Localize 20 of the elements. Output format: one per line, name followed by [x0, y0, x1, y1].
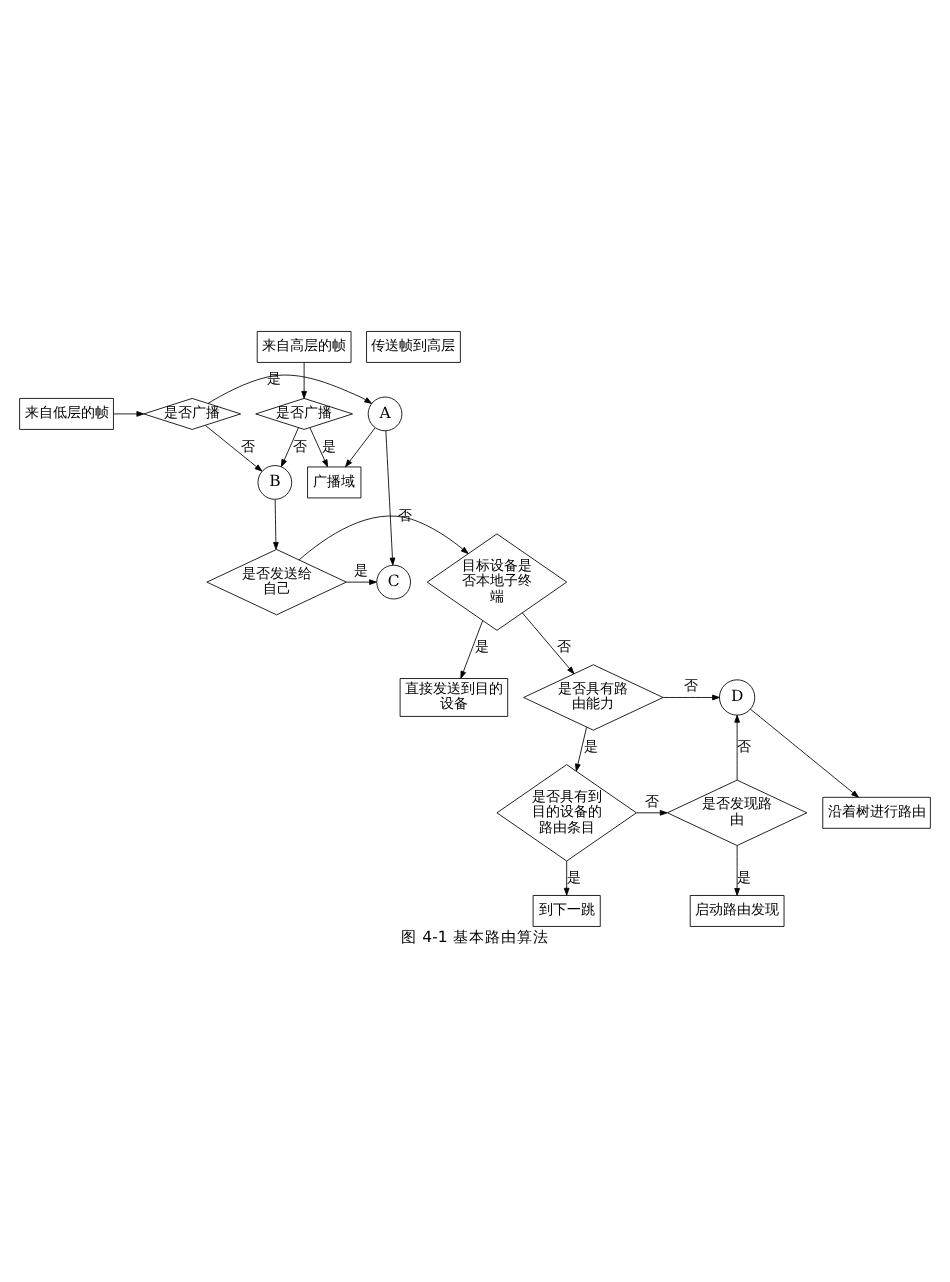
arrow [734, 845, 740, 896]
arrow [273, 499, 279, 550]
arrow [734, 714, 740, 781]
arrow [385, 430, 396, 566]
arrow [207, 374, 372, 404]
arrow [575, 726, 587, 772]
arrow [662, 694, 720, 701]
arrow [636, 810, 668, 816]
arrow [460, 620, 484, 679]
arrow [298, 515, 469, 561]
arrow [205, 425, 263, 472]
arrow [309, 427, 329, 468]
arrow [345, 579, 377, 585]
arrow [521, 612, 575, 675]
arrow [563, 860, 570, 896]
arrow [345, 427, 376, 468]
arrow [113, 411, 145, 417]
arrow [280, 427, 299, 468]
arrow [301, 362, 307, 399]
arrow [750, 708, 859, 798]
